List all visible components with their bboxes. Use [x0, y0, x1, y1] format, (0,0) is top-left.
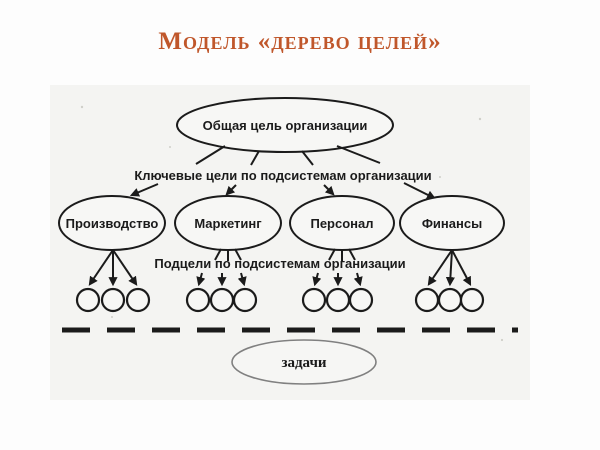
node-tasks: задачи [231, 339, 377, 385]
production-subgoal-arrows [88, 249, 138, 287]
goal-tree-diagram: Общая цель организации Ключевые цели по … [50, 85, 530, 400]
marketing-subgoal-circles [185, 287, 258, 313]
subgoal-circle [301, 287, 327, 313]
personnel-label: Персонал [310, 216, 373, 231]
tasks-ellipse [231, 339, 377, 385]
subgoal-circle [348, 287, 374, 313]
node-subsystem-production: Производство [58, 195, 166, 251]
subgoal-circle [437, 287, 463, 313]
subgoal-circle [459, 287, 485, 313]
root-goal-ellipse [176, 97, 394, 153]
production-label: Производство [66, 216, 159, 231]
node-root-goal: Общая цель организации [176, 97, 394, 153]
tasks-label: задачи [281, 355, 326, 371]
node-subsystem-personnel: Персонал [289, 195, 395, 251]
finance-subgoal-arrows [427, 249, 472, 287]
subgoal-circle [185, 287, 211, 313]
finance-subgoal-circles [414, 287, 485, 313]
root-connector-lines [195, 145, 381, 166]
node-subsystem-marketing: Маркетинг [174, 195, 282, 251]
subgoal-circle [232, 287, 258, 313]
goal-tree-svg: Общая цель организации Ключевые цели по … [58, 97, 518, 385]
production-subgoal-circles [75, 287, 151, 313]
subgoals-caption: Подцели по подсистемам организации [154, 256, 405, 271]
subgoal-circle [125, 287, 151, 313]
subgoal-circle [209, 287, 235, 313]
key-goals-caption: Ключевые цели по подсистемам организации [134, 168, 431, 183]
finance-label: Финансы [422, 216, 482, 231]
personnel-subgoal-circles [301, 287, 374, 313]
root-goal-label: Общая цель организации [203, 118, 368, 133]
subgoal-circle [414, 287, 440, 313]
personnel-subgoal-arrows [312, 248, 363, 287]
key-goal-arrows [129, 182, 437, 200]
slide-title: Модель «дерево целей» [158, 28, 442, 55]
subgoal-circle [100, 287, 126, 313]
marketing-label: Маркетинг [194, 216, 262, 231]
subgoal-circle [325, 287, 351, 313]
subgoal-circle [75, 287, 101, 313]
scan-noise [80, 105, 504, 342]
marketing-subgoal-arrows [196, 248, 247, 287]
node-subsystem-finance: Финансы [399, 195, 505, 251]
